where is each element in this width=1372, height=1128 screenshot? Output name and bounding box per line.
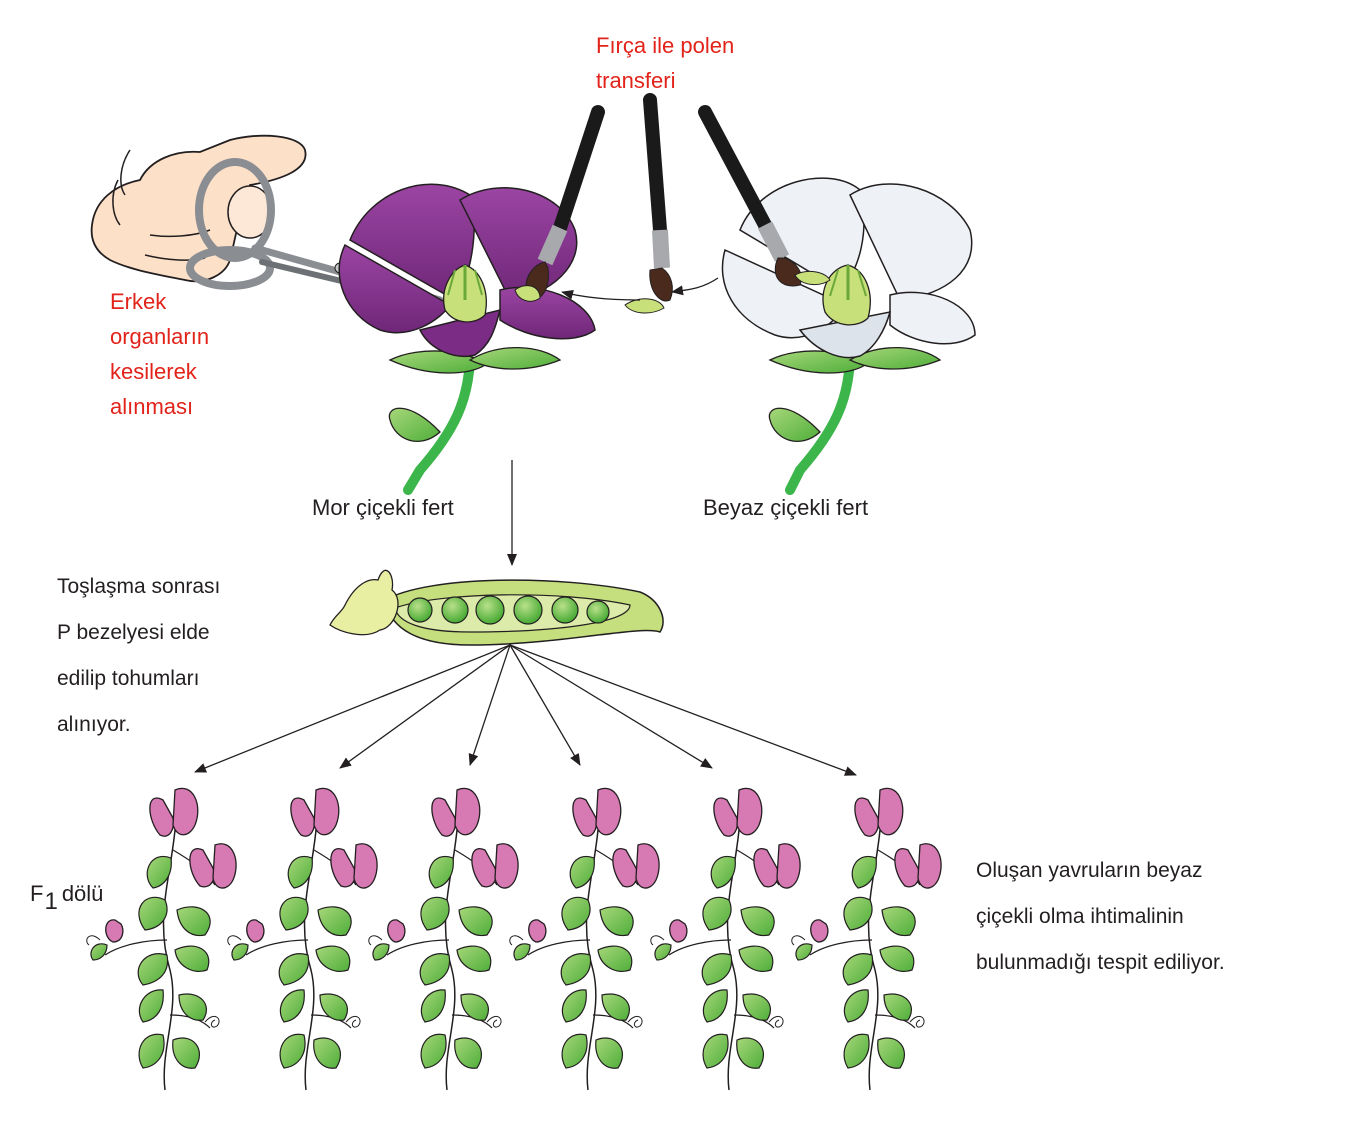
pollen-transfer-arrow — [671, 277, 719, 296]
label-line: Oluşan yavruların beyaz — [976, 859, 1203, 882]
f1-subscript: 1 — [44, 888, 58, 915]
pollen-transfer-arrow — [561, 289, 641, 301]
label-line: P bezelyesi elde — [57, 621, 210, 644]
label-line: Toşlaşma sonrası — [57, 575, 221, 598]
purple-plant-label: Mor çiçekli fert — [312, 495, 454, 520]
label-line: Fırça ile polen — [596, 33, 735, 58]
brush-transfer-label: Fırça ile polen transferi — [596, 28, 734, 98]
pea-plant-icon — [650, 787, 801, 1091]
label-line: edilip tohumları — [57, 667, 200, 690]
label-line: organların — [110, 324, 210, 349]
f1-suffix: dölü — [61, 881, 104, 906]
after-pollination-label: Toşlaşma sonrası P bezelyesi elde edilip… — [57, 564, 220, 748]
label-line: bulunmadığı tespit ediliyor. — [976, 951, 1225, 974]
pea-plant-icon — [791, 787, 942, 1091]
pea-pod-icon — [329, 569, 664, 646]
f1-prefix: F — [30, 881, 44, 906]
pea-plant-icon — [86, 787, 237, 1091]
pea-plant-icon — [368, 787, 519, 1091]
conclusion-label: Oluşan yavruların beyaz çiçekli olma iht… — [976, 848, 1225, 986]
pea-plant-icon — [509, 787, 660, 1091]
label-line: Erkek — [110, 289, 167, 314]
label-line: kesilerek — [110, 359, 197, 384]
paintbrush-icon — [514, 93, 831, 314]
label-line: alınması — [110, 394, 194, 419]
label-line: çiçekli olma ihtimalinin — [976, 905, 1184, 928]
white-plant-label: Beyaz çiçekli fert — [703, 495, 869, 520]
pea-plant-icon — [227, 787, 378, 1091]
emasculation-label: Erkek organların kesilerek alınması — [110, 284, 209, 424]
offspring-arrows — [194, 644, 857, 776]
white-flower-plant — [721, 177, 976, 495]
label-line: transferi — [596, 68, 676, 93]
label-line: alınıyor. — [57, 713, 131, 736]
